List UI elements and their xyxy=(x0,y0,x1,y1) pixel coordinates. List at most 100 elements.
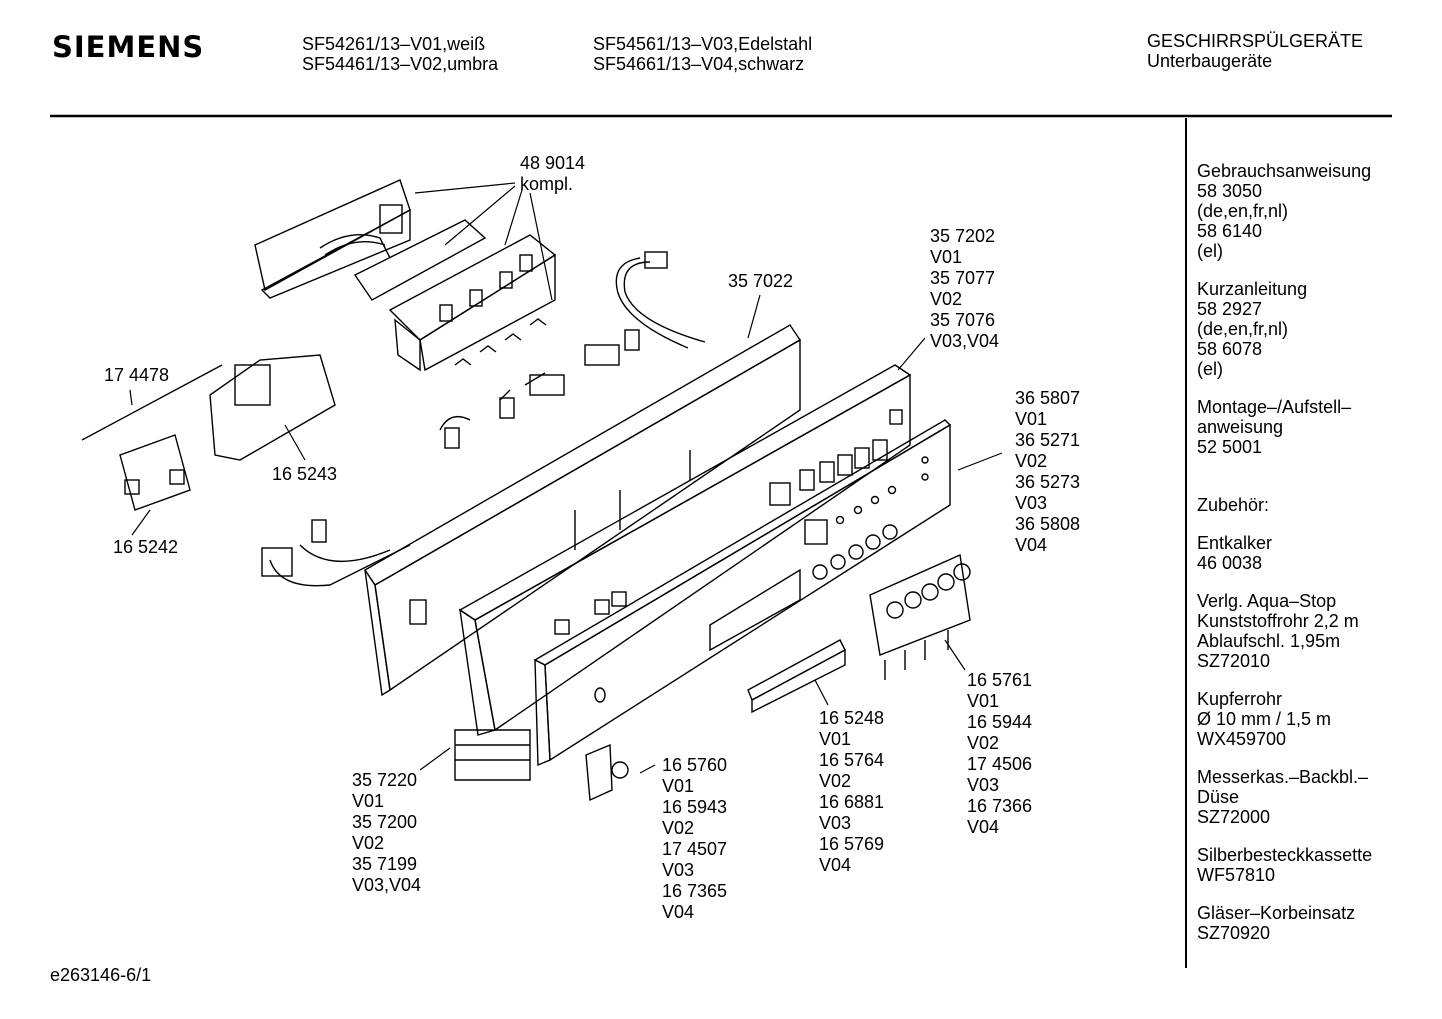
sidebar-line: WX459700 xyxy=(1197,729,1287,749)
label-357220: 35 7220 V01 35 7200 V02 35 7199 V03,V04 xyxy=(352,770,421,896)
part-variant: V02 xyxy=(819,771,852,791)
part-number: 16 5769 xyxy=(819,834,885,854)
part-variant: V03 xyxy=(1015,493,1048,513)
door-lock-parts xyxy=(81,354,336,511)
part-variant: V01 xyxy=(1015,409,1048,429)
sidebar-line: Düse xyxy=(1197,787,1240,807)
label-357202: 35 7202 V01 35 7077 V02 35 7076 V03,V04 xyxy=(930,226,999,352)
models-column-1: SF54261/13–V01,weiß SF54461/13–V02,umbra xyxy=(302,34,498,74)
sidebar-line: 58 6140 xyxy=(1197,221,1263,241)
leader-lines xyxy=(129,182,1003,774)
sidebar-line: anweisung xyxy=(1197,417,1284,437)
part-number: 16 5943 xyxy=(662,797,728,817)
wire-harness xyxy=(615,251,706,349)
sidebar-line: 58 3050 xyxy=(1197,181,1263,201)
sidebar-line xyxy=(1197,475,1432,495)
label-365807: 36 5807 V01 36 5271 V02 36 5273 V03 36 5… xyxy=(1015,388,1080,556)
sidebar-line: (el) xyxy=(1197,241,1223,261)
part-variant: V02 xyxy=(930,289,963,309)
category-title: GESCHIRRSPÜLGERÄTE Unterbaugeräte xyxy=(1147,31,1363,71)
part-variant: V03 xyxy=(819,813,852,833)
part-number: 17 4506 xyxy=(967,754,1033,774)
sidebar-line: SZ70920 xyxy=(1197,923,1271,943)
electronics-module xyxy=(254,179,557,372)
part-number: 16 5242 xyxy=(113,537,179,557)
part-number: 36 5808 xyxy=(1015,514,1081,534)
sidebar-group: Zubehör: xyxy=(1197,475,1432,515)
fascia-frame xyxy=(458,364,912,736)
brand-logo: SIEMENS xyxy=(52,30,205,64)
model-line: SF54561/13–V03,Edelstahl xyxy=(593,34,813,54)
part-number: 35 7077 xyxy=(930,268,996,288)
part-variant: V02 xyxy=(1015,451,1048,471)
switch-knob xyxy=(585,743,629,802)
part-number: 16 6881 xyxy=(819,792,885,812)
sidebar-line: Messerkas.–Backbl.– xyxy=(1197,767,1369,787)
part-variant: V04 xyxy=(1015,535,1048,555)
part-variant: V03,V04 xyxy=(930,331,1000,351)
part-number: 16 7366 xyxy=(967,796,1033,816)
control-frame xyxy=(261,324,801,697)
sidebar-line: Kupferrohr xyxy=(1197,689,1283,709)
model-line: SF54461/13–V02,umbra xyxy=(302,54,499,74)
sidebar-line: (de,en,fr,nl) xyxy=(1197,201,1289,221)
label-174478: 17 4478 xyxy=(104,365,169,386)
part-number: 16 5243 xyxy=(272,464,338,484)
sidebar-line: Ø 10 mm / 1,5 m xyxy=(1197,709,1332,729)
label-165760: 16 5760 V01 16 5943 V02 17 4507 V03 16 7… xyxy=(662,755,727,923)
sidebar-line: (el) xyxy=(1197,359,1223,379)
label-357022: 35 7022 xyxy=(728,271,793,292)
part-variant: V01 xyxy=(967,691,1000,711)
part-variant: V01 xyxy=(819,729,852,749)
part-number: 35 7076 xyxy=(930,310,996,330)
sidebar-line: Montage–/Aufstell– xyxy=(1197,397,1352,417)
part-variant: V01 xyxy=(930,247,963,267)
part-number: 17 4507 xyxy=(662,839,728,859)
sidebar-line: Gebrauchsanweisung xyxy=(1197,161,1372,181)
sidebar-line: Zubehör: xyxy=(1197,495,1270,515)
sidebar-line: 52 5001 xyxy=(1197,437,1263,457)
part-variant: V01 xyxy=(352,791,385,811)
sidebar-line: 58 6078 xyxy=(1197,339,1263,359)
models-column-2: SF54561/13–V03,Edelstahl SF54661/13–V04,… xyxy=(593,34,812,74)
sidebar-line: SZ72000 xyxy=(1197,807,1271,827)
part-number: 36 5807 xyxy=(1015,388,1081,408)
button-set xyxy=(869,553,971,680)
part-number: 35 7220 xyxy=(352,770,418,790)
part-variant: V04 xyxy=(819,855,852,875)
part-number: 16 5944 xyxy=(967,712,1033,732)
sidebar-line: Kurzanleitung xyxy=(1197,279,1308,299)
label-165248: 16 5248 V01 16 5764 V02 16 6881 V03 16 5… xyxy=(819,708,884,876)
part-number: 36 5271 xyxy=(1015,430,1081,450)
sidebar-line: WF57810 xyxy=(1197,865,1276,885)
part-variant: V01 xyxy=(662,776,695,796)
category-line: GESCHIRRSPÜLGERÄTE xyxy=(1147,31,1364,51)
sidebar-line: Gläser–Korbeinsatz xyxy=(1197,903,1356,923)
part-number: 48 9014 xyxy=(520,153,586,173)
part-variant: V04 xyxy=(967,817,1000,837)
category-line: Unterbaugeräte xyxy=(1147,51,1273,71)
label-165242: 16 5242 xyxy=(113,537,178,558)
part-note: kompl. xyxy=(520,174,574,194)
part-number: 35 7200 xyxy=(352,812,418,832)
part-number: 35 7022 xyxy=(728,271,794,291)
sidebar-line: Ablaufschl. 1,95m xyxy=(1197,631,1341,651)
panel-strips xyxy=(454,729,531,781)
model-line: SF54661/13–V04,schwarz xyxy=(593,54,805,74)
sidebar-line: Verlg. Aqua–Stop xyxy=(1197,591,1337,611)
part-variant: V03 xyxy=(967,775,1000,795)
part-variant: V03 xyxy=(662,860,695,880)
part-number: 16 5760 xyxy=(662,755,728,775)
front-panel xyxy=(533,419,952,767)
part-variant: V02 xyxy=(662,818,695,838)
